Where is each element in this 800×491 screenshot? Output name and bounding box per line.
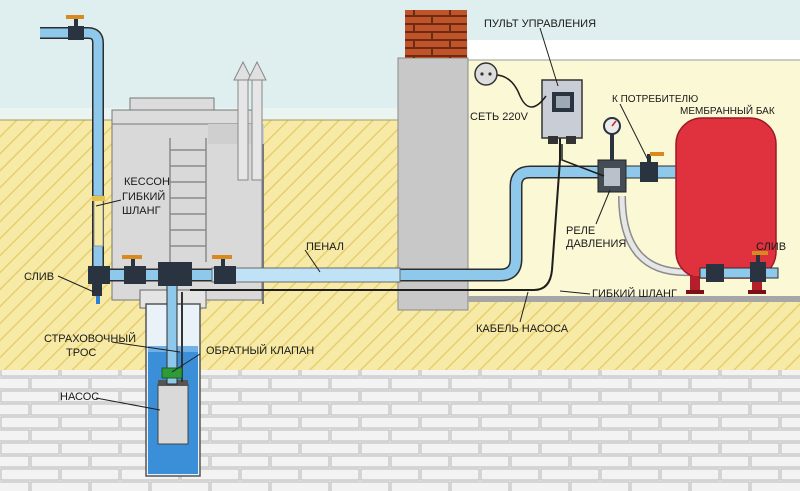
label-pump-cable: КАБЕЛЬ НАСОСА [476,323,569,335]
control-box-icon [541,79,583,144]
label-drain-right: СЛИВ [756,241,786,253]
pressure-gauge-icon [603,117,621,135]
label-mains: СЕТЬ 220V [470,111,529,123]
valve-icon [640,152,664,182]
socket-icon [474,62,498,86]
label-casing: ПЕНАЛ [306,241,344,253]
vent-pipes [233,60,267,181]
label-pump: НАСОС [60,391,99,403]
label-safety-rope-2: ТРОС [66,347,96,359]
submersible-pump [157,380,189,445]
label-flexible-hose-right: ГИБКИЙ ШЛАНГ [592,287,677,300]
label-flexible-hose-2: ШЛАНГ [122,205,161,217]
label-control-panel: ПУЛЬТ УПРАВЛЕНИЯ [484,18,596,30]
casing-pipe [211,267,401,283]
leader-lines [57,27,649,411]
label-safety-rope-1: СТРАХОВОЧНЫЙ [44,332,136,345]
label-membrane-tank: МЕМБРАННЫЙ БАК [680,104,775,117]
flexible-hose-left [93,195,104,247]
brick-layer [0,370,800,491]
label-flexible-hose-1: ГИБКИЙ [122,190,165,203]
valve-icon [88,255,236,304]
foundation-wall [397,57,469,311]
pump-cable [190,110,561,291]
vertical-supply-pipe [40,27,105,270]
label-drain-left: СЛИВ [24,271,54,283]
label-caisson: КЕССОН [124,176,170,188]
valve-icon [66,15,84,40]
label-pressure-relay-2: ДАВЛЕНИЯ [566,238,626,250]
label-check-valve: ОБРАТНЫЙ КЛАПАН [206,344,314,357]
label-pressure-relay-1: РЕЛЕ [566,225,595,237]
safety-rope [181,292,183,382]
main-pipe [98,165,600,282]
valve-icon [706,251,768,282]
check-valve-icon [161,367,183,379]
chimney-bricks [405,10,467,58]
label-to-consumer: К ПОТРЕБИТЕЛЮ [612,94,698,105]
ladder [169,138,207,262]
